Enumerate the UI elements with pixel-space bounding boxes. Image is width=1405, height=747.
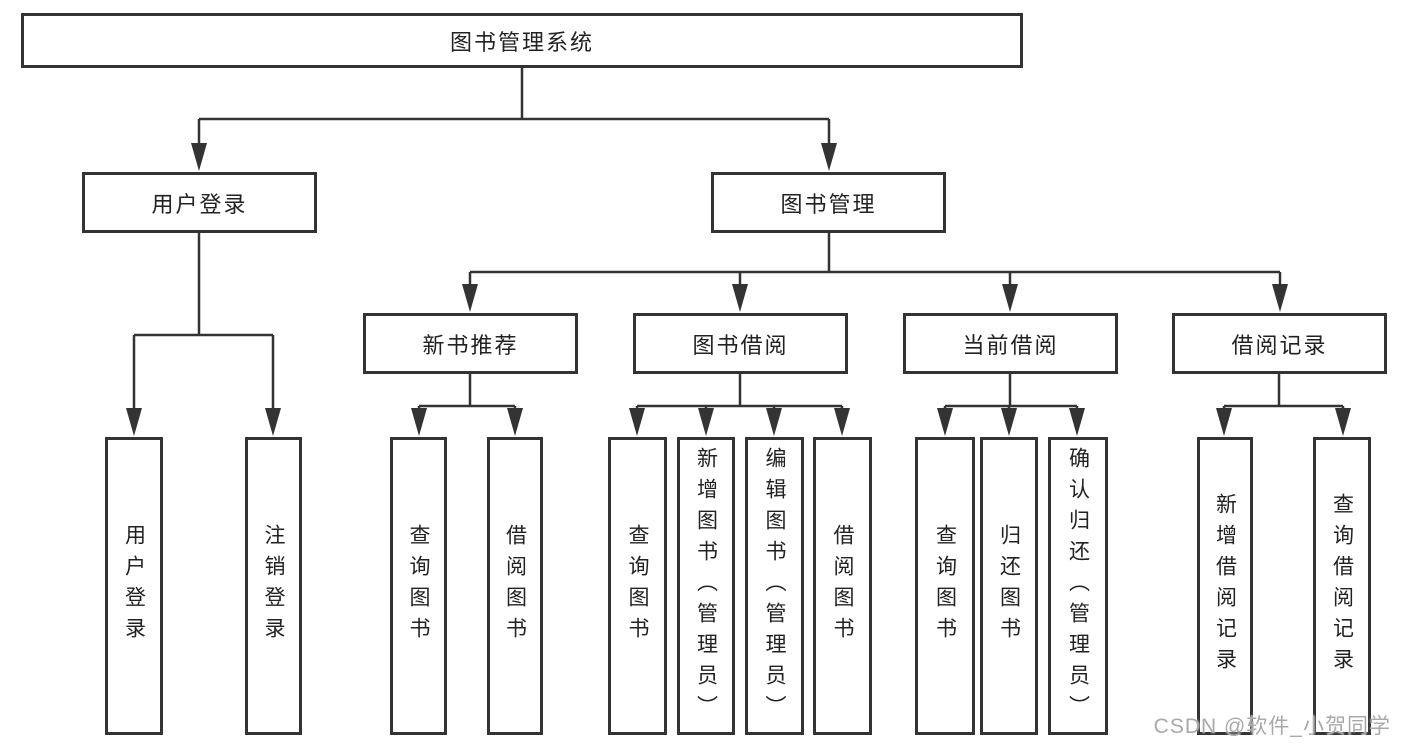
- node-new-book-recommend-label: 新书推荐: [422, 332, 519, 358]
- leaf-query-books-borrow: 查询图书: [608, 437, 667, 735]
- leaf-query-books-current-label: 查询图书: [933, 524, 957, 648]
- node-borrowing-records-label: 借阅记录: [1231, 332, 1328, 358]
- arrowheads: [126, 143, 1351, 436]
- leaf-query-books-borrow-label: 查询图书: [626, 524, 649, 648]
- node-book-borrowing: 图书借阅: [633, 313, 848, 374]
- leaf-return-books-label: 归还图书: [997, 524, 1021, 648]
- leaf-query-borrow-record: 查询借阅记录: [1313, 437, 1371, 735]
- node-borrowing-records: 借阅记录: [1172, 313, 1387, 374]
- leaf-confirm-return-admin: 确认归还（管理员）: [1048, 437, 1108, 735]
- leaf-logout: 注销登录: [245, 437, 302, 735]
- node-current-borrowing: 当前借阅: [903, 313, 1118, 374]
- leaf-borrow-books-recommend-label: 借阅图书: [503, 524, 527, 648]
- leaf-user-login: 用户登录: [105, 437, 163, 735]
- node-user-login: 用户登录: [82, 172, 317, 233]
- node-root-label: 图书管理系统: [449, 29, 594, 55]
- node-current-borrowing-label: 当前借阅: [962, 332, 1059, 358]
- node-root-system: 图书管理系统: [21, 13, 1023, 68]
- leaf-confirm-return-admin-label: 确认归还（管理员）: [1066, 446, 1090, 726]
- watermark: CSDN @软件_小贺同学: [1153, 715, 1391, 738]
- node-user-login-label: 用户登录: [151, 191, 248, 217]
- leaf-query-books-current: 查询图书: [915, 437, 975, 735]
- leaf-add-book-admin: 新增图书（管理员）: [677, 437, 735, 735]
- node-new-book-recommend: 新书推荐: [363, 313, 578, 374]
- leaf-add-borrow-record-label: 新增借阅记录: [1213, 493, 1237, 679]
- leaf-borrow-books-recommend: 借阅图书: [487, 437, 543, 735]
- node-book-management: 图书管理: [711, 172, 946, 233]
- leaf-logout-label: 注销登录: [262, 524, 285, 648]
- leaf-query-borrow-record-label: 查询借阅记录: [1330, 493, 1354, 679]
- leaf-add-book-admin-label: 新增图书（管理员）: [694, 446, 718, 726]
- leaf-borrow-books-label: 借阅图书: [831, 524, 854, 648]
- node-book-management-label: 图书管理: [780, 191, 877, 217]
- node-book-borrowing-label: 图书借阅: [692, 332, 789, 358]
- leaf-edit-book-admin-label: 编辑图书（管理员）: [763, 446, 786, 726]
- leaf-user-login-label: 用户登录: [122, 524, 146, 648]
- leaf-add-borrow-record: 新增借阅记录: [1197, 437, 1253, 735]
- leaf-query-books-recommend-label: 查询图书: [407, 524, 430, 648]
- leaf-edit-book-admin: 编辑图书（管理员）: [745, 437, 804, 735]
- leaf-return-books: 归还图书: [980, 437, 1038, 735]
- leaf-borrow-books: 借阅图书: [813, 437, 872, 735]
- leaf-query-books-recommend: 查询图书: [390, 437, 447, 735]
